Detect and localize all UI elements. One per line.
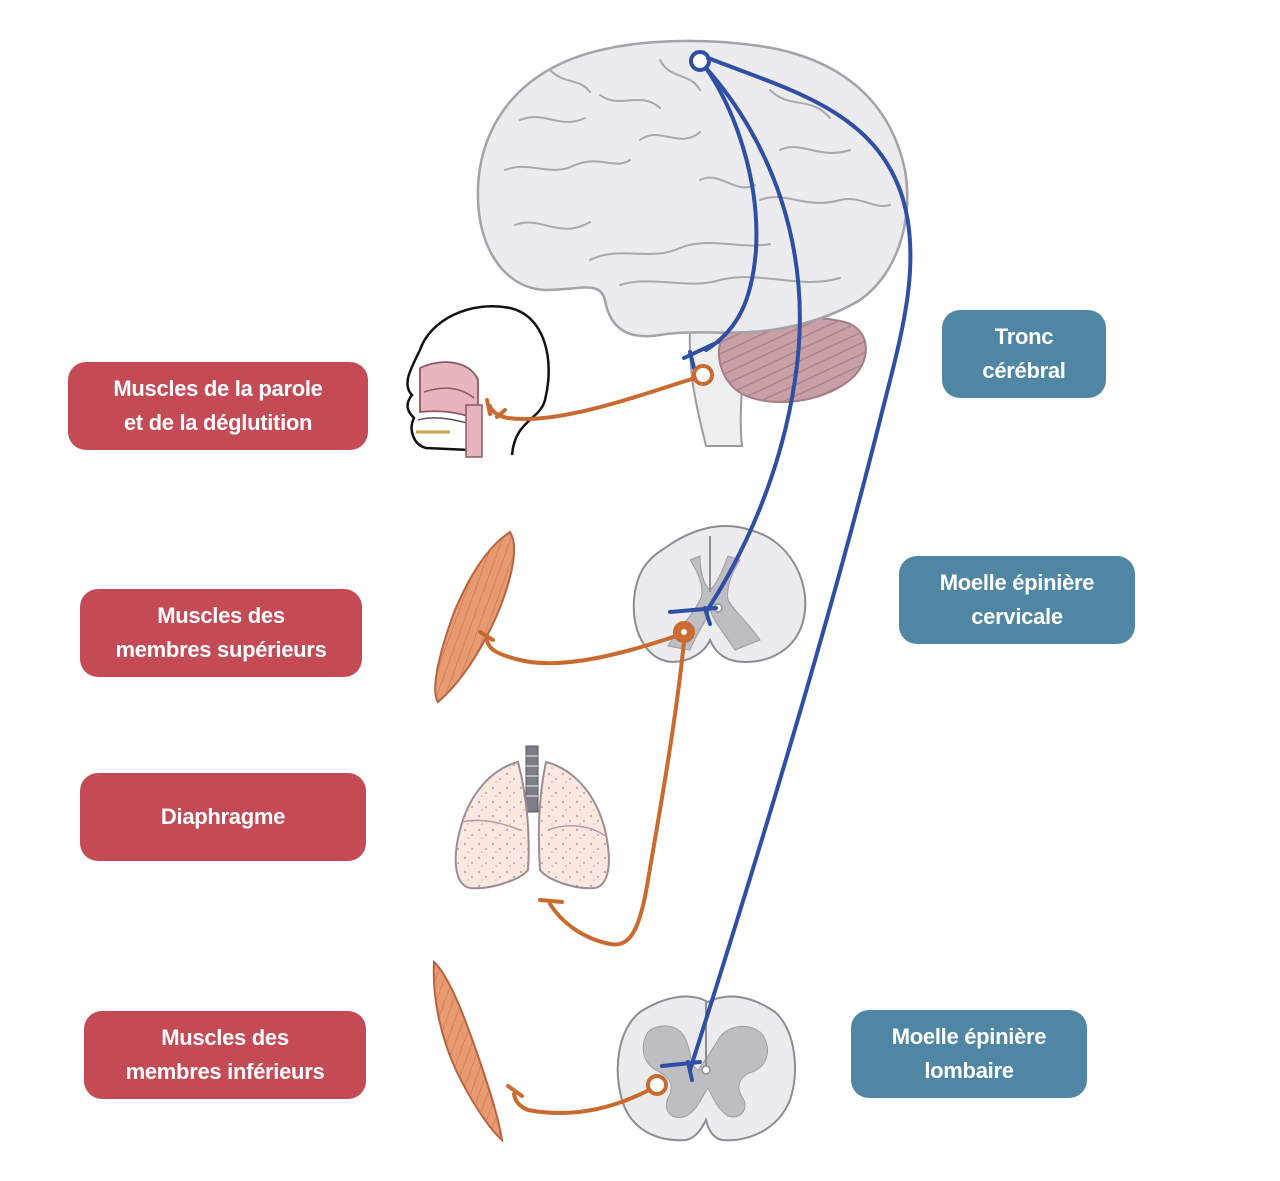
muscle-icon xyxy=(432,959,504,1143)
label-lumbar-cord: Moelle épinière lombaire xyxy=(851,1010,1087,1098)
brain-icon xyxy=(476,39,909,338)
label-lower-limb-muscles: Muscles des membres inférieurs xyxy=(84,1011,366,1099)
label-speech-muscles: Muscles de la parole et de la déglutitio… xyxy=(68,362,368,450)
label-speech-line2: et de la déglutition xyxy=(123,410,313,435)
label-diaphragm-line1: Diaphragme xyxy=(160,804,286,829)
lower-motor-neuron-pathway xyxy=(478,364,714,1116)
label-cervical-line1: Moelle épinière xyxy=(939,570,1095,595)
label-cervical-line2: cervicale xyxy=(971,604,1063,629)
label-brainstem-line1: Tronc xyxy=(994,324,1054,349)
label-cervical-cord: Moelle épinière cervicale xyxy=(899,556,1135,644)
label-upper-limb-muscles: Muscles des membres supérieurs xyxy=(80,589,362,677)
label-brainstem: Tronc cérébral xyxy=(942,310,1106,398)
label-lower-limb-line1: Muscles des xyxy=(161,1025,289,1050)
label-upper-limb-line1: Muscles des xyxy=(157,603,285,628)
label-speech-line1: Muscles de la parole xyxy=(113,376,323,401)
label-upper-limb-line2: membres supérieurs xyxy=(115,637,327,662)
label-lumbar-line1: Moelle épinière xyxy=(891,1024,1047,1049)
upper-motor-neuron-pathway xyxy=(660,50,913,1082)
label-brainstem-line2: cérébral xyxy=(982,358,1066,383)
label-lower-limb-line2: membres inférieurs xyxy=(125,1059,325,1084)
head-profile-icon xyxy=(406,305,550,458)
label-lumbar-line2: lombaire xyxy=(924,1058,1014,1083)
spinal-cord-section-icon xyxy=(616,995,796,1142)
muscle-icon xyxy=(434,530,515,704)
lungs-icon xyxy=(454,745,610,890)
label-diaphragm: Diaphragme xyxy=(80,773,366,861)
